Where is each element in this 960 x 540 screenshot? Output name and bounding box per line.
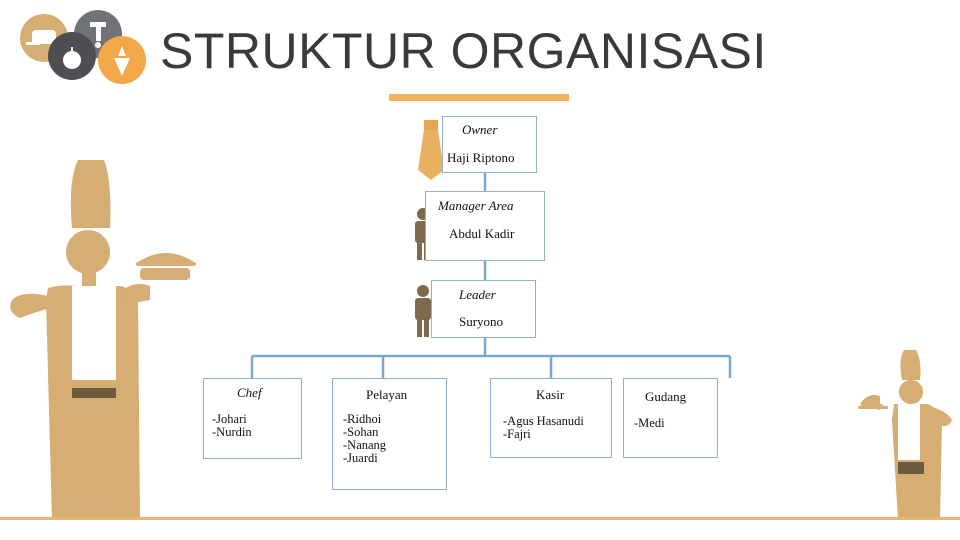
member-item: -Nanang bbox=[343, 438, 387, 452]
person-icon-leader bbox=[415, 285, 431, 337]
dept-members-gudang: -Medi bbox=[634, 417, 665, 430]
floor-line bbox=[0, 517, 960, 520]
leader-role: Leader bbox=[459, 287, 496, 302]
title-underline bbox=[389, 94, 569, 101]
carrot-icon bbox=[98, 36, 146, 84]
member-item: -Nurdin bbox=[212, 425, 252, 439]
dept-role-pelayan: Pelayan bbox=[366, 387, 408, 402]
chef-figure-right bbox=[858, 350, 952, 520]
member-item: -Medi bbox=[634, 416, 665, 430]
owner-name: Haji Riptono bbox=[447, 150, 515, 165]
dept-box-pelayan: Pelayan -Ridhoi -Sohan -Nanang -Juardi bbox=[332, 378, 447, 490]
dept-members-chef: -Johari -Nurdin bbox=[212, 413, 252, 439]
dept-role-kasir: Kasir bbox=[536, 387, 565, 402]
apple-icon bbox=[48, 32, 96, 80]
leader-name: Suryono bbox=[459, 314, 504, 329]
dept-role-gudang: Gudang bbox=[645, 389, 687, 404]
manager-box: Manager Area Abdul Kadir bbox=[425, 191, 545, 261]
member-item: -Sohan bbox=[343, 425, 379, 439]
connector-lines bbox=[250, 172, 732, 378]
dept-members-pelayan: -Ridhoi -Sohan -Nanang -Juardi bbox=[343, 413, 386, 465]
member-item: -Fajri bbox=[503, 427, 531, 441]
owner-role: Owner bbox=[462, 122, 498, 137]
manager-role: Manager Area bbox=[438, 198, 514, 213]
member-item: -Juardi bbox=[343, 451, 378, 465]
page-title: STRUKTUR ORGANISASI bbox=[160, 23, 767, 79]
dept-role-chef: Chef bbox=[237, 385, 262, 400]
member-item: -Johari bbox=[212, 412, 247, 426]
dept-box-chef: Chef -Johari -Nurdin bbox=[203, 378, 302, 459]
dept-box-gudang: Gudang -Medi bbox=[623, 378, 718, 458]
dept-members-kasir: -Agus Hasanudi -Fajri bbox=[503, 415, 584, 441]
owner-box: Owner Haji Riptono bbox=[442, 116, 537, 173]
leader-box: Leader Suryono bbox=[431, 280, 536, 338]
member-item: -Agus Hasanudi bbox=[503, 414, 584, 428]
tie-icon bbox=[418, 120, 444, 180]
manager-name: Abdul Kadir bbox=[449, 226, 515, 241]
member-item: -Ridhoi bbox=[343, 412, 382, 426]
dept-box-kasir: Kasir -Agus Hasanudi -Fajri bbox=[490, 378, 612, 458]
chef-figure-left bbox=[10, 160, 196, 520]
